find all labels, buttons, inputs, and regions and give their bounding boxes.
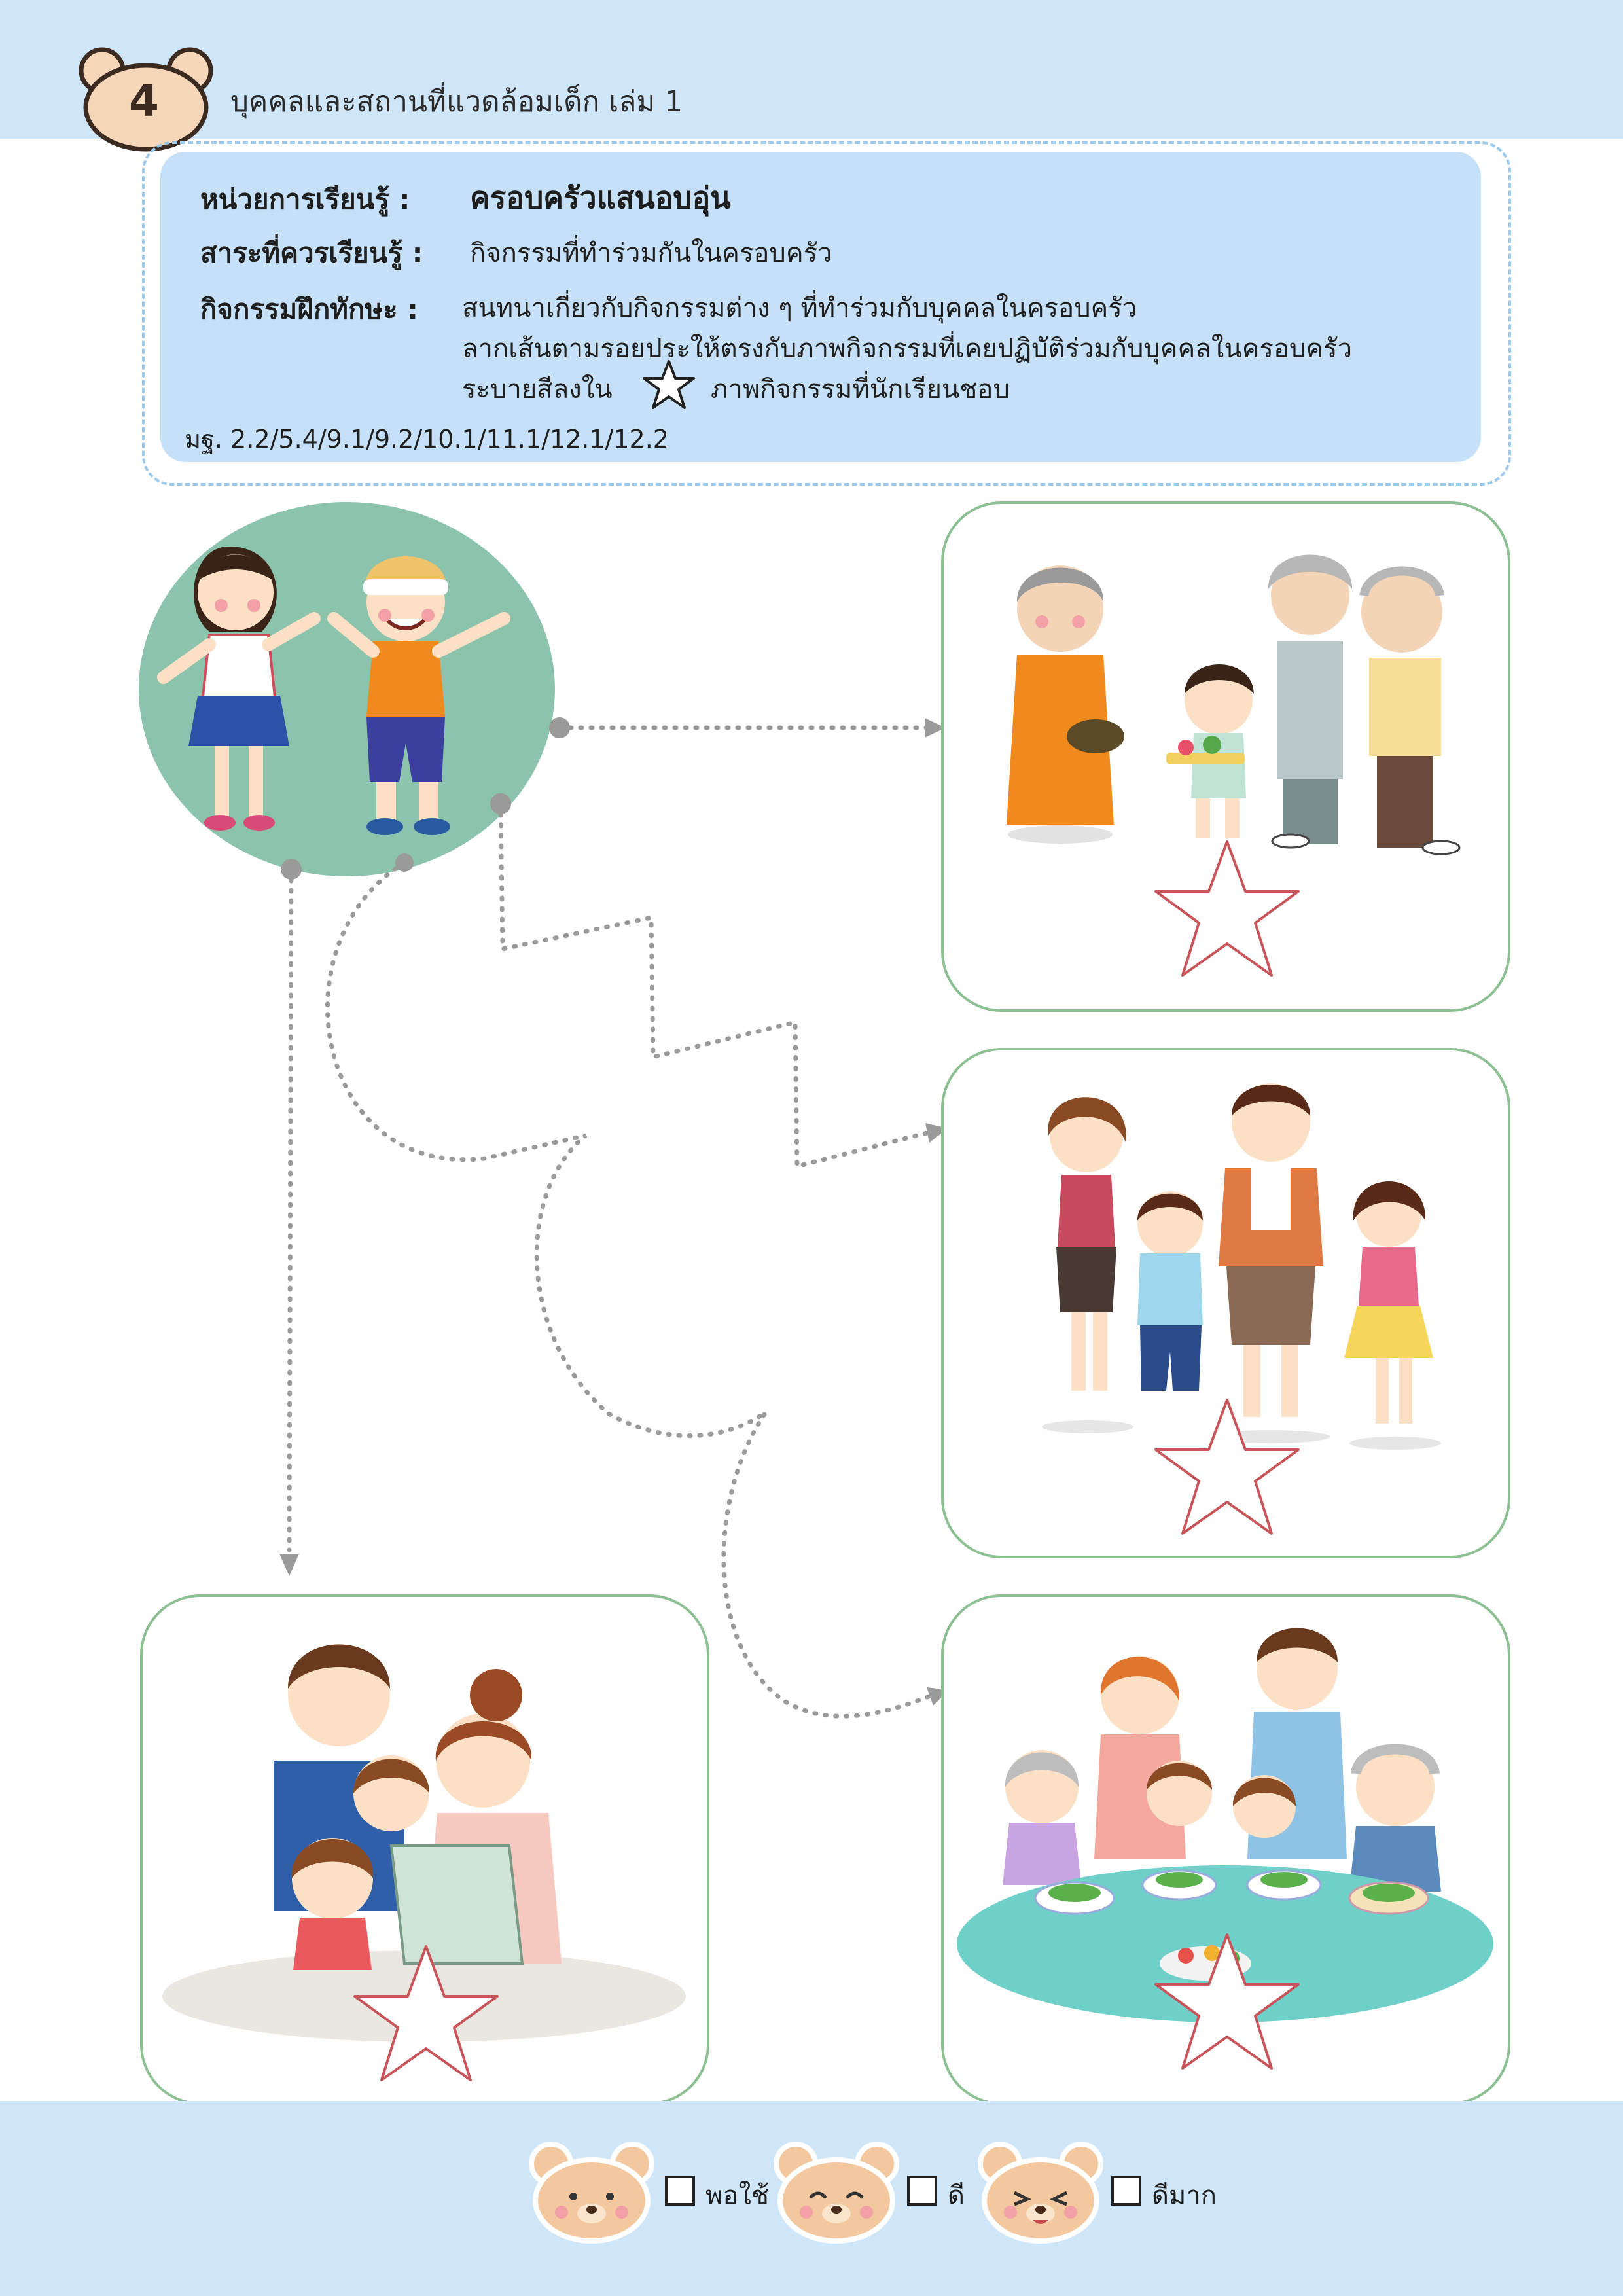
info-box-border [142,141,1511,486]
page-number: 4 [129,76,159,126]
trace-line-to-meal [325,860,938,1719]
activity-line-1: สนทนาเกี่ยวกับกิจกรรมต่าง ๆ ที่ทำร่วมกับ… [462,293,1137,323]
trace-line-to-reading [287,867,294,1552]
bear-face-excellent-icon [978,2142,1103,2244]
info-box [160,152,1481,462]
panel-family-meal[interactable] [941,1594,1510,2105]
girl-figure [157,547,321,831]
color-instruction-suffix: ภาพกิจกรรมที่นักเรียนชอบ [711,374,1010,404]
panel-alms-giving[interactable] [941,501,1510,1012]
trace-line-to-exercise [498,801,932,1170]
boy-figure [327,556,510,835]
panel-family-reading[interactable] [140,1594,709,2105]
rating-excellent-label: ดีมาก [1152,2181,1217,2211]
header-band [0,0,1623,139]
star-icon [643,360,695,409]
standards-code: มฐ. 2.2/5.4/9.1/9.2/10.1/11.1/12.1/12.2 [185,425,669,454]
content-label: สาระที่ควรเรียนรู้ : [200,237,423,269]
rating-excellent-checkbox[interactable] [1111,2176,1141,2206]
bear-face-good-icon [774,2142,899,2244]
unit-label: หน่วยการเรียนรู้ : [200,183,410,215]
star-icon[interactable] [1152,838,1302,980]
activity-line-2: ลากเส้นตามรอยประให้ตรงกับภาพกิจกรรมที่เค… [462,334,1353,364]
rating-fair-checkbox[interactable] [665,2176,695,2206]
panel-family-exercise[interactable] [941,1048,1510,1558]
family-exercise-illustration [1042,1083,1441,1450]
color-instruction-prefix: ระบายสีลงใน [462,374,613,404]
unit-value: ครอบครัวแสนอบอุ่น [470,180,731,215]
book-title: บุคคลและสถานที่แวดล้อมเด็ก เล่ม 1 [230,85,683,118]
rating-good-label: ดี [948,2181,965,2211]
activity-label: กิจกรรมฝึกทักษะ : [200,293,419,325]
rating-fair-label: พอใช้ [705,2181,770,2211]
bear-face-fair-icon [529,2142,654,2244]
family-meal-illustration [957,1628,1493,2022]
star-icon[interactable] [1152,1931,1302,2073]
content-value: กิจกรรมที่ทำร่วมกันในครอบครัว [470,238,832,268]
alms-giving-illustration [1007,554,1461,855]
star-icon[interactable] [1152,1396,1302,1539]
bear-head-page-badge-icon [79,47,213,152]
children-circle-illustration [139,502,555,876]
rating-good-checkbox[interactable] [907,2176,937,2206]
star-icon[interactable] [351,1943,501,2085]
